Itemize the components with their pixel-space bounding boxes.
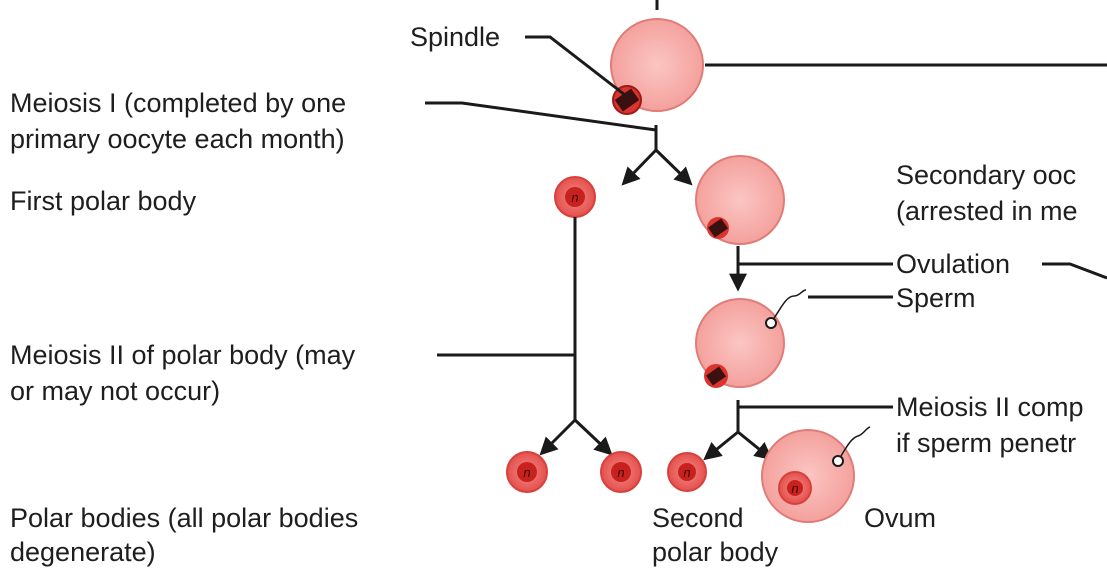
label-meiosis1-line1: Meiosis I (completed by one <box>10 88 346 118</box>
ovum-sperm-head <box>833 456 843 466</box>
haploid-label: n <box>683 465 690 480</box>
label-polar-bodies-line2: degenerate) <box>10 537 156 567</box>
second-polar-body: n <box>668 453 706 491</box>
label-meiosis2-polar-line1: Meiosis II of polar body (may <box>10 340 356 370</box>
label-meiosis1-line2: primary oocyte each month) <box>10 124 345 154</box>
label-first-polar-body: First polar body <box>10 186 197 216</box>
ovum: n <box>762 427 870 522</box>
label-second-polar-body-line2: polar body <box>652 537 779 567</box>
label-ovulation: Ovulation <box>896 249 1010 279</box>
sperm-tail <box>774 290 806 318</box>
label-secondary-oocyte-line1: Secondary ooc <box>896 160 1076 190</box>
label-secondary-oocyte-line2: (arrested in me <box>896 196 1078 226</box>
haploid-label: n <box>571 190 578 205</box>
sperm-head <box>766 318 776 328</box>
label-meiosis2-complete-line2: if sperm penetr <box>896 428 1076 458</box>
label-spindle: Spindle <box>410 22 500 52</box>
primary-oocyte <box>611 19 703 114</box>
first-polar-body: n <box>555 177 595 217</box>
meiosis2-arrow-right <box>738 432 770 458</box>
secondary-oocyte <box>696 156 784 244</box>
ovulation-right-pointer <box>1042 264 1107 278</box>
label-sperm: Sperm <box>896 283 976 313</box>
label-ovum: Ovum <box>864 503 936 533</box>
label-meiosis2-complete-line1: Meiosis II comp <box>896 392 1084 422</box>
meiosis1-arrow-left <box>624 150 656 183</box>
spindle-pointer <box>525 37 625 95</box>
label-polar-bodies-line1: Polar bodies (all polar bodies <box>10 503 358 533</box>
label-second-polar-body-line1: Second <box>652 503 744 533</box>
haploid-label: n <box>523 465 530 480</box>
polar-body-1: n <box>507 452 547 492</box>
meiosis2-arrow-left <box>706 432 738 458</box>
meiosis1-arrow-right <box>656 150 690 183</box>
polar-arrow-left <box>542 420 575 453</box>
polar-arrow-right <box>575 420 610 453</box>
haploid-label: n <box>617 465 624 480</box>
haploid-label: n <box>791 481 798 496</box>
label-meiosis2-polar-line2: or may not occur) <box>10 376 220 406</box>
polar-body-2: n <box>601 452 641 492</box>
ovulated-oocyte <box>696 290 806 388</box>
